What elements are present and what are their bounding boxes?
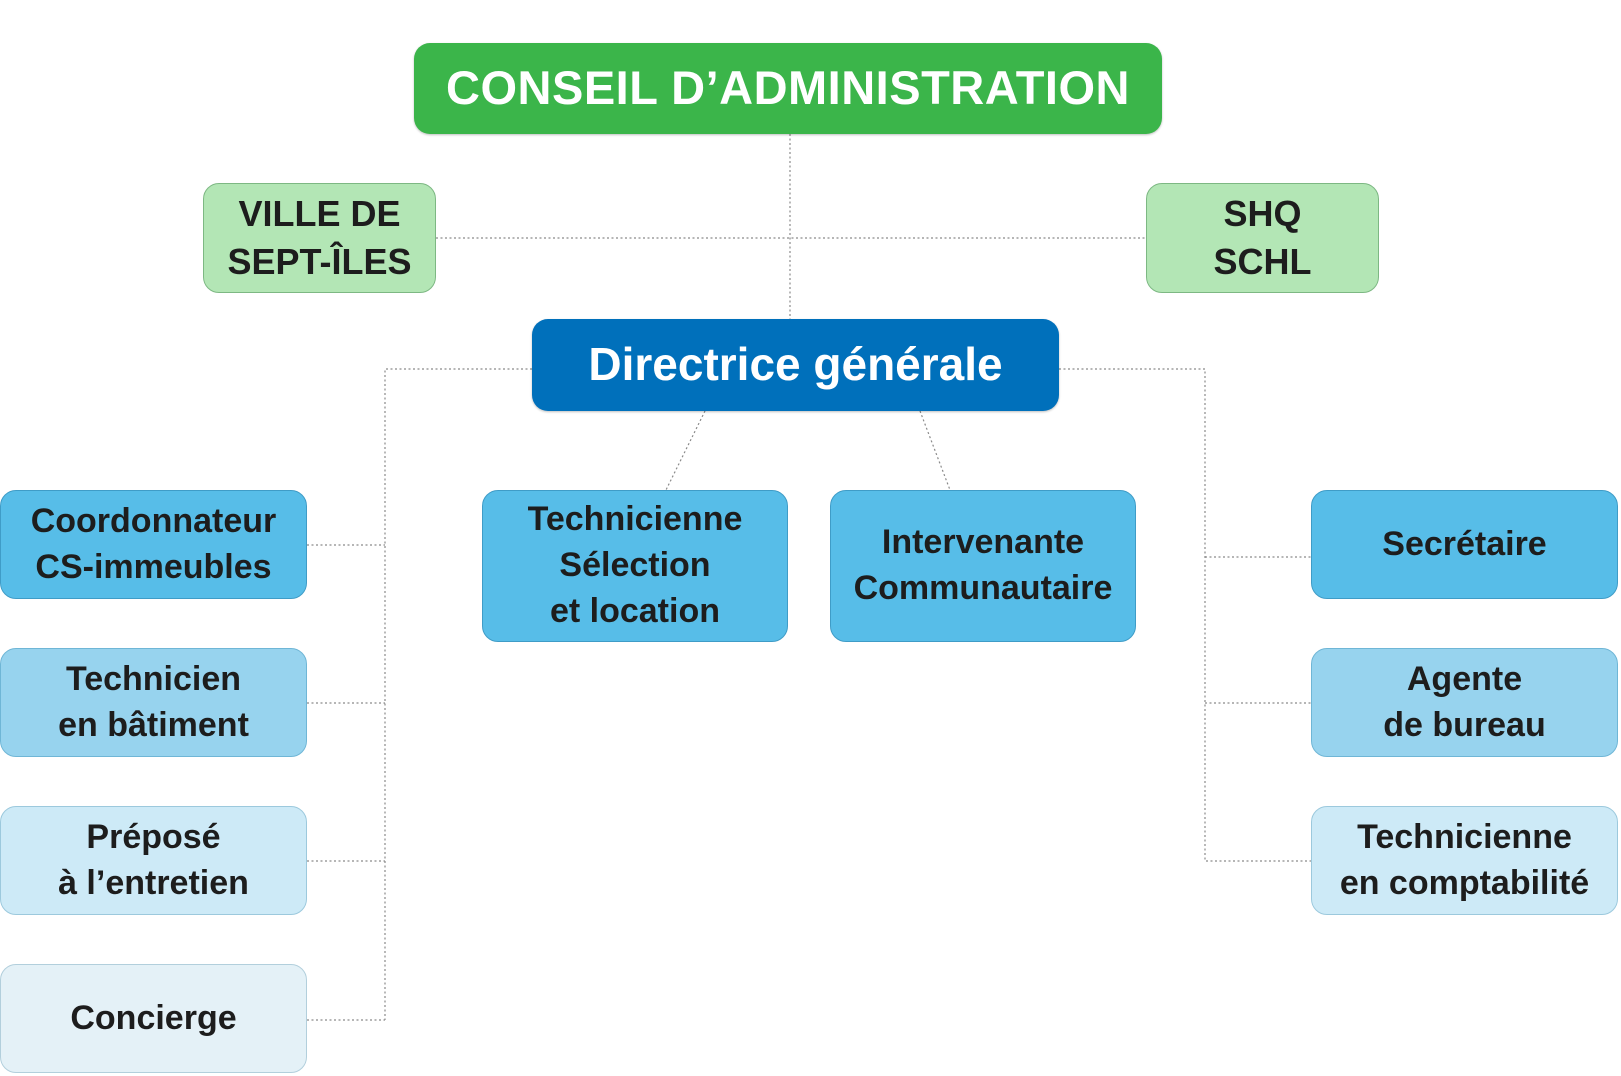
accounting-technician-label: Technicienne en comptabilité — [1339, 817, 1590, 902]
maintenance-attendant-box: Préposé à l’entretien — [0, 806, 307, 915]
building-technician-box: Technicien en bâtiment — [0, 648, 307, 757]
coordinator-box: Coordonnateur CS-immeubles — [0, 490, 307, 599]
partner-city-label: VILLE DE SEPT-ÎLES — [227, 193, 412, 282]
accounting-technician-box: Technicienne en comptabilité — [1311, 806, 1618, 915]
director-to-intervenante-connector — [919, 410, 951, 491]
maintenance-attendant-label: Préposé à l’entretien — [58, 817, 249, 902]
janitor-box: Concierge — [0, 964, 307, 1073]
director-general-box: Directrice générale — [532, 319, 1059, 411]
selection-technician-label: Technicienne Sélection et location — [527, 500, 743, 630]
director-to-right-column-connector — [1059, 368, 1311, 862]
partner-shq-schl-label: SHQ SCHL — [1213, 193, 1312, 282]
office-agent-box: Agente de bureau — [1311, 648, 1618, 757]
board-of-directors-box: CONSEIL D’ADMINISTRATION — [414, 43, 1162, 134]
community-worker-box: Intervenante Communautaire — [830, 490, 1136, 642]
selection-technician-box: Technicienne Sélection et location — [482, 490, 788, 642]
director-to-selection-connector — [665, 410, 706, 491]
board-label: CONSEIL D’ADMINISTRATION — [446, 61, 1130, 115]
partner-shq-schl-box: SHQ SCHL — [1146, 183, 1379, 293]
office-agent-label: Agente de bureau — [1383, 659, 1546, 744]
building-technician-label: Technicien en bâtiment — [58, 659, 249, 744]
director-label: Directrice générale — [588, 338, 1003, 391]
partner-city-box: VILLE DE SEPT-ÎLES — [203, 183, 436, 293]
director-to-left-column-connector — [384, 368, 532, 1020]
secretary-label: Secrétaire — [1382, 524, 1547, 563]
secretary-box: Secrétaire — [1311, 490, 1618, 599]
janitor-label: Concierge — [70, 998, 237, 1037]
coordinator-label: Coordonnateur CS-immeubles — [30, 501, 277, 586]
community-worker-label: Intervenante Communautaire — [853, 523, 1113, 607]
